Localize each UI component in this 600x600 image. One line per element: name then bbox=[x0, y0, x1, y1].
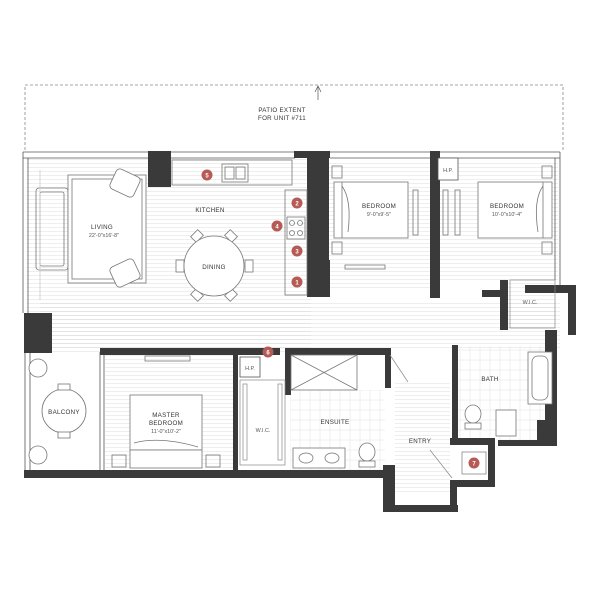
svg-text:2: 2 bbox=[295, 202, 299, 208]
svg-text:7: 7 bbox=[472, 462, 476, 468]
bedroom2-furniture bbox=[442, 165, 553, 255]
entry-door bbox=[389, 354, 453, 479]
master-furniture bbox=[111, 355, 221, 469]
master-label-line2: BEDROOM bbox=[149, 420, 183, 427]
living-dims: 22'-0"x16'-8" bbox=[89, 233, 119, 239]
living-label: LIVING bbox=[91, 224, 113, 231]
master-dims: 11'-0"x10'-2" bbox=[151, 429, 181, 435]
marker-2: 2 bbox=[291, 197, 303, 209]
patio-label-line1: PATIO EXTENT bbox=[258, 107, 305, 114]
wic-master-label: W.I.C. bbox=[256, 428, 271, 434]
wic-right-label: W.I.C. bbox=[523, 300, 538, 306]
svg-text:6: 6 bbox=[266, 351, 270, 357]
bedroom1-dims: 9'-0"x9'-5" bbox=[367, 212, 391, 218]
marker-3: 3 bbox=[291, 245, 303, 257]
svg-text:4: 4 bbox=[275, 225, 279, 231]
balcony-furniture bbox=[28, 358, 87, 465]
svg-text:3: 3 bbox=[295, 250, 299, 256]
thick-walls bbox=[24, 151, 576, 512]
marker-4: 4 bbox=[271, 220, 283, 232]
svg-text:1: 1 bbox=[295, 281, 299, 287]
bedroom1-furniture bbox=[331, 165, 419, 270]
ensuite-fixtures bbox=[290, 354, 376, 469]
wic-right-room bbox=[509, 279, 556, 329]
bath-label: BATH bbox=[481, 376, 498, 383]
marker-5: 5 bbox=[201, 169, 213, 181]
bedroom2-label: BEDROOM bbox=[490, 203, 524, 210]
marker-7: 7 bbox=[461, 451, 487, 475]
hp-mid-label: H.P. bbox=[245, 366, 255, 372]
entry-label: ENTRY bbox=[409, 438, 431, 445]
ensuite-label: ENSUITE bbox=[321, 419, 350, 426]
bedroom2-dims: 10'-0"x10'-4" bbox=[492, 212, 522, 218]
kitchen-counters bbox=[171, 159, 308, 296]
marker-1: 1 bbox=[291, 276, 303, 288]
dining-table bbox=[175, 229, 254, 302]
kitchen-label: KITCHEN bbox=[195, 207, 224, 214]
master-wic bbox=[239, 379, 286, 466]
hp-mid-closet bbox=[239, 356, 261, 378]
hp-top-label: H.P. bbox=[443, 168, 453, 174]
marker-6: 6 bbox=[262, 346, 274, 358]
master-label-line1: MASTER bbox=[152, 412, 180, 419]
bedroom1-label: BEDROOM bbox=[362, 203, 396, 210]
markers: 1 2 3 4 5 6 7 bbox=[201, 169, 487, 475]
hp-top-closet bbox=[437, 157, 459, 181]
svg-text:5: 5 bbox=[205, 174, 209, 180]
balcony-label: BALCONY bbox=[48, 409, 80, 416]
patio-label-line2: FOR UNIT #711 bbox=[258, 115, 306, 122]
patio-extent: PATIO EXTENT FOR UNIT #711 bbox=[24, 84, 564, 150]
bath-fixtures bbox=[464, 351, 553, 437]
living-furniture bbox=[35, 168, 147, 300]
dining-label: DINING bbox=[202, 264, 225, 271]
